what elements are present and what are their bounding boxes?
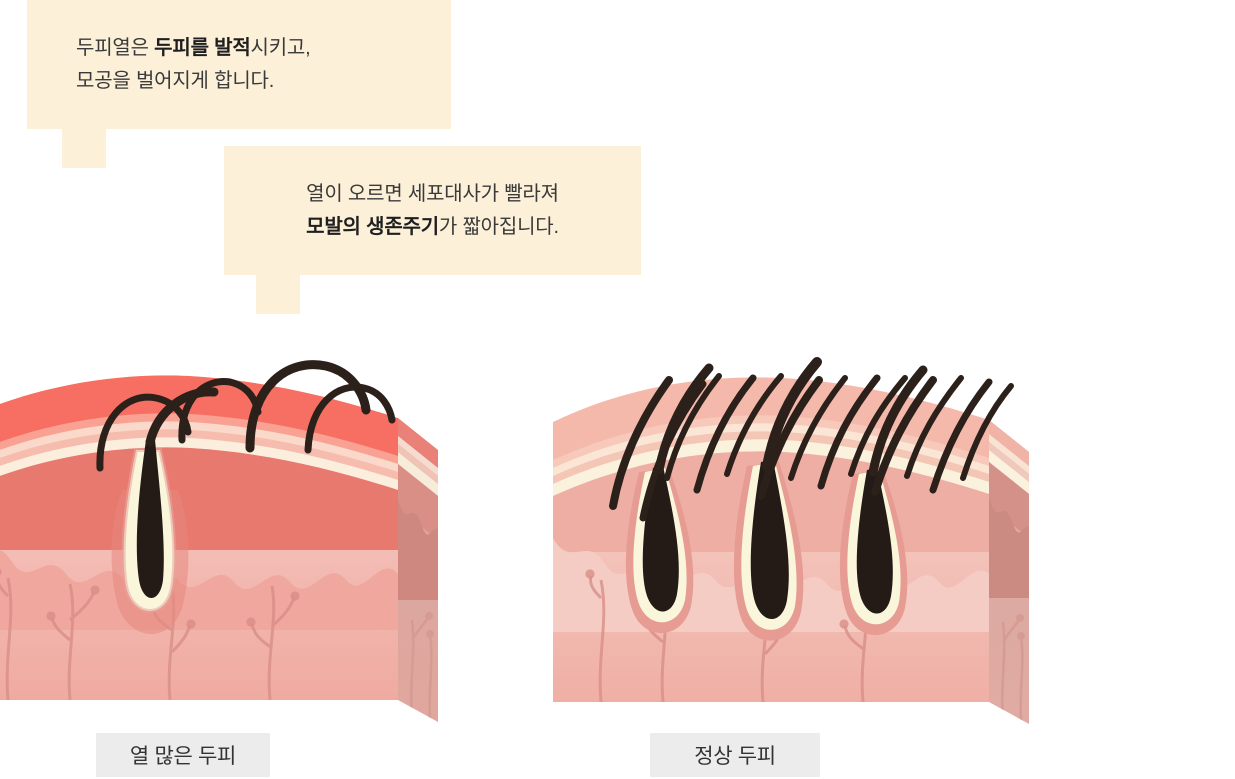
- caption-normal-scalp-label: 정상 두피: [694, 745, 776, 768]
- hot-scalp-side-face: [398, 418, 438, 722]
- bubble1-line1-plain: 두피열은: [76, 37, 155, 60]
- bubble2-line1: 열이 오르면 세포대사가 빨라져: [306, 183, 559, 206]
- hot-scalp-block: [0, 375, 398, 700]
- bubble1-line1-bold: 두피를 발적: [154, 37, 251, 60]
- hot-scalp-hairs: [96, 360, 396, 472]
- bubble2-line2-bold: 모발의 생존주기: [306, 215, 439, 238]
- bubble2-line2-tail: 가 짧아집니다.: [438, 215, 559, 238]
- caption-normal-scalp: 정상 두피: [650, 733, 820, 777]
- speech-bubble-scalp-heat: 두피열은 두피를 발적시키고, 모공을 벌어지게 합니다.: [27, 0, 451, 129]
- normal-scalp-hairs: [609, 357, 1014, 522]
- speech-bubble-cell-metabolism-tail: [256, 275, 300, 314]
- caption-hot-scalp: 열 많은 두피: [96, 733, 270, 777]
- normal-scalp-block: [553, 377, 989, 702]
- speech-bubble-scalp-heat-text: 두피열은 두피를 발적시키고, 모공을 벌어지게 합니다.: [76, 32, 311, 97]
- bubble1-line1-tail: 시키고,: [250, 37, 311, 60]
- bubble1-line2: 모공을 벌어지게 합니다.: [76, 69, 275, 92]
- speech-bubble-scalp-heat-tail: [62, 129, 106, 168]
- scalp-diagram-normal: [513, 290, 1033, 730]
- scalp-diagram-hot: [0, 300, 480, 730]
- caption-hot-scalp-label: 열 많은 두피: [129, 745, 237, 768]
- normal-scalp-side-face: [989, 420, 1029, 724]
